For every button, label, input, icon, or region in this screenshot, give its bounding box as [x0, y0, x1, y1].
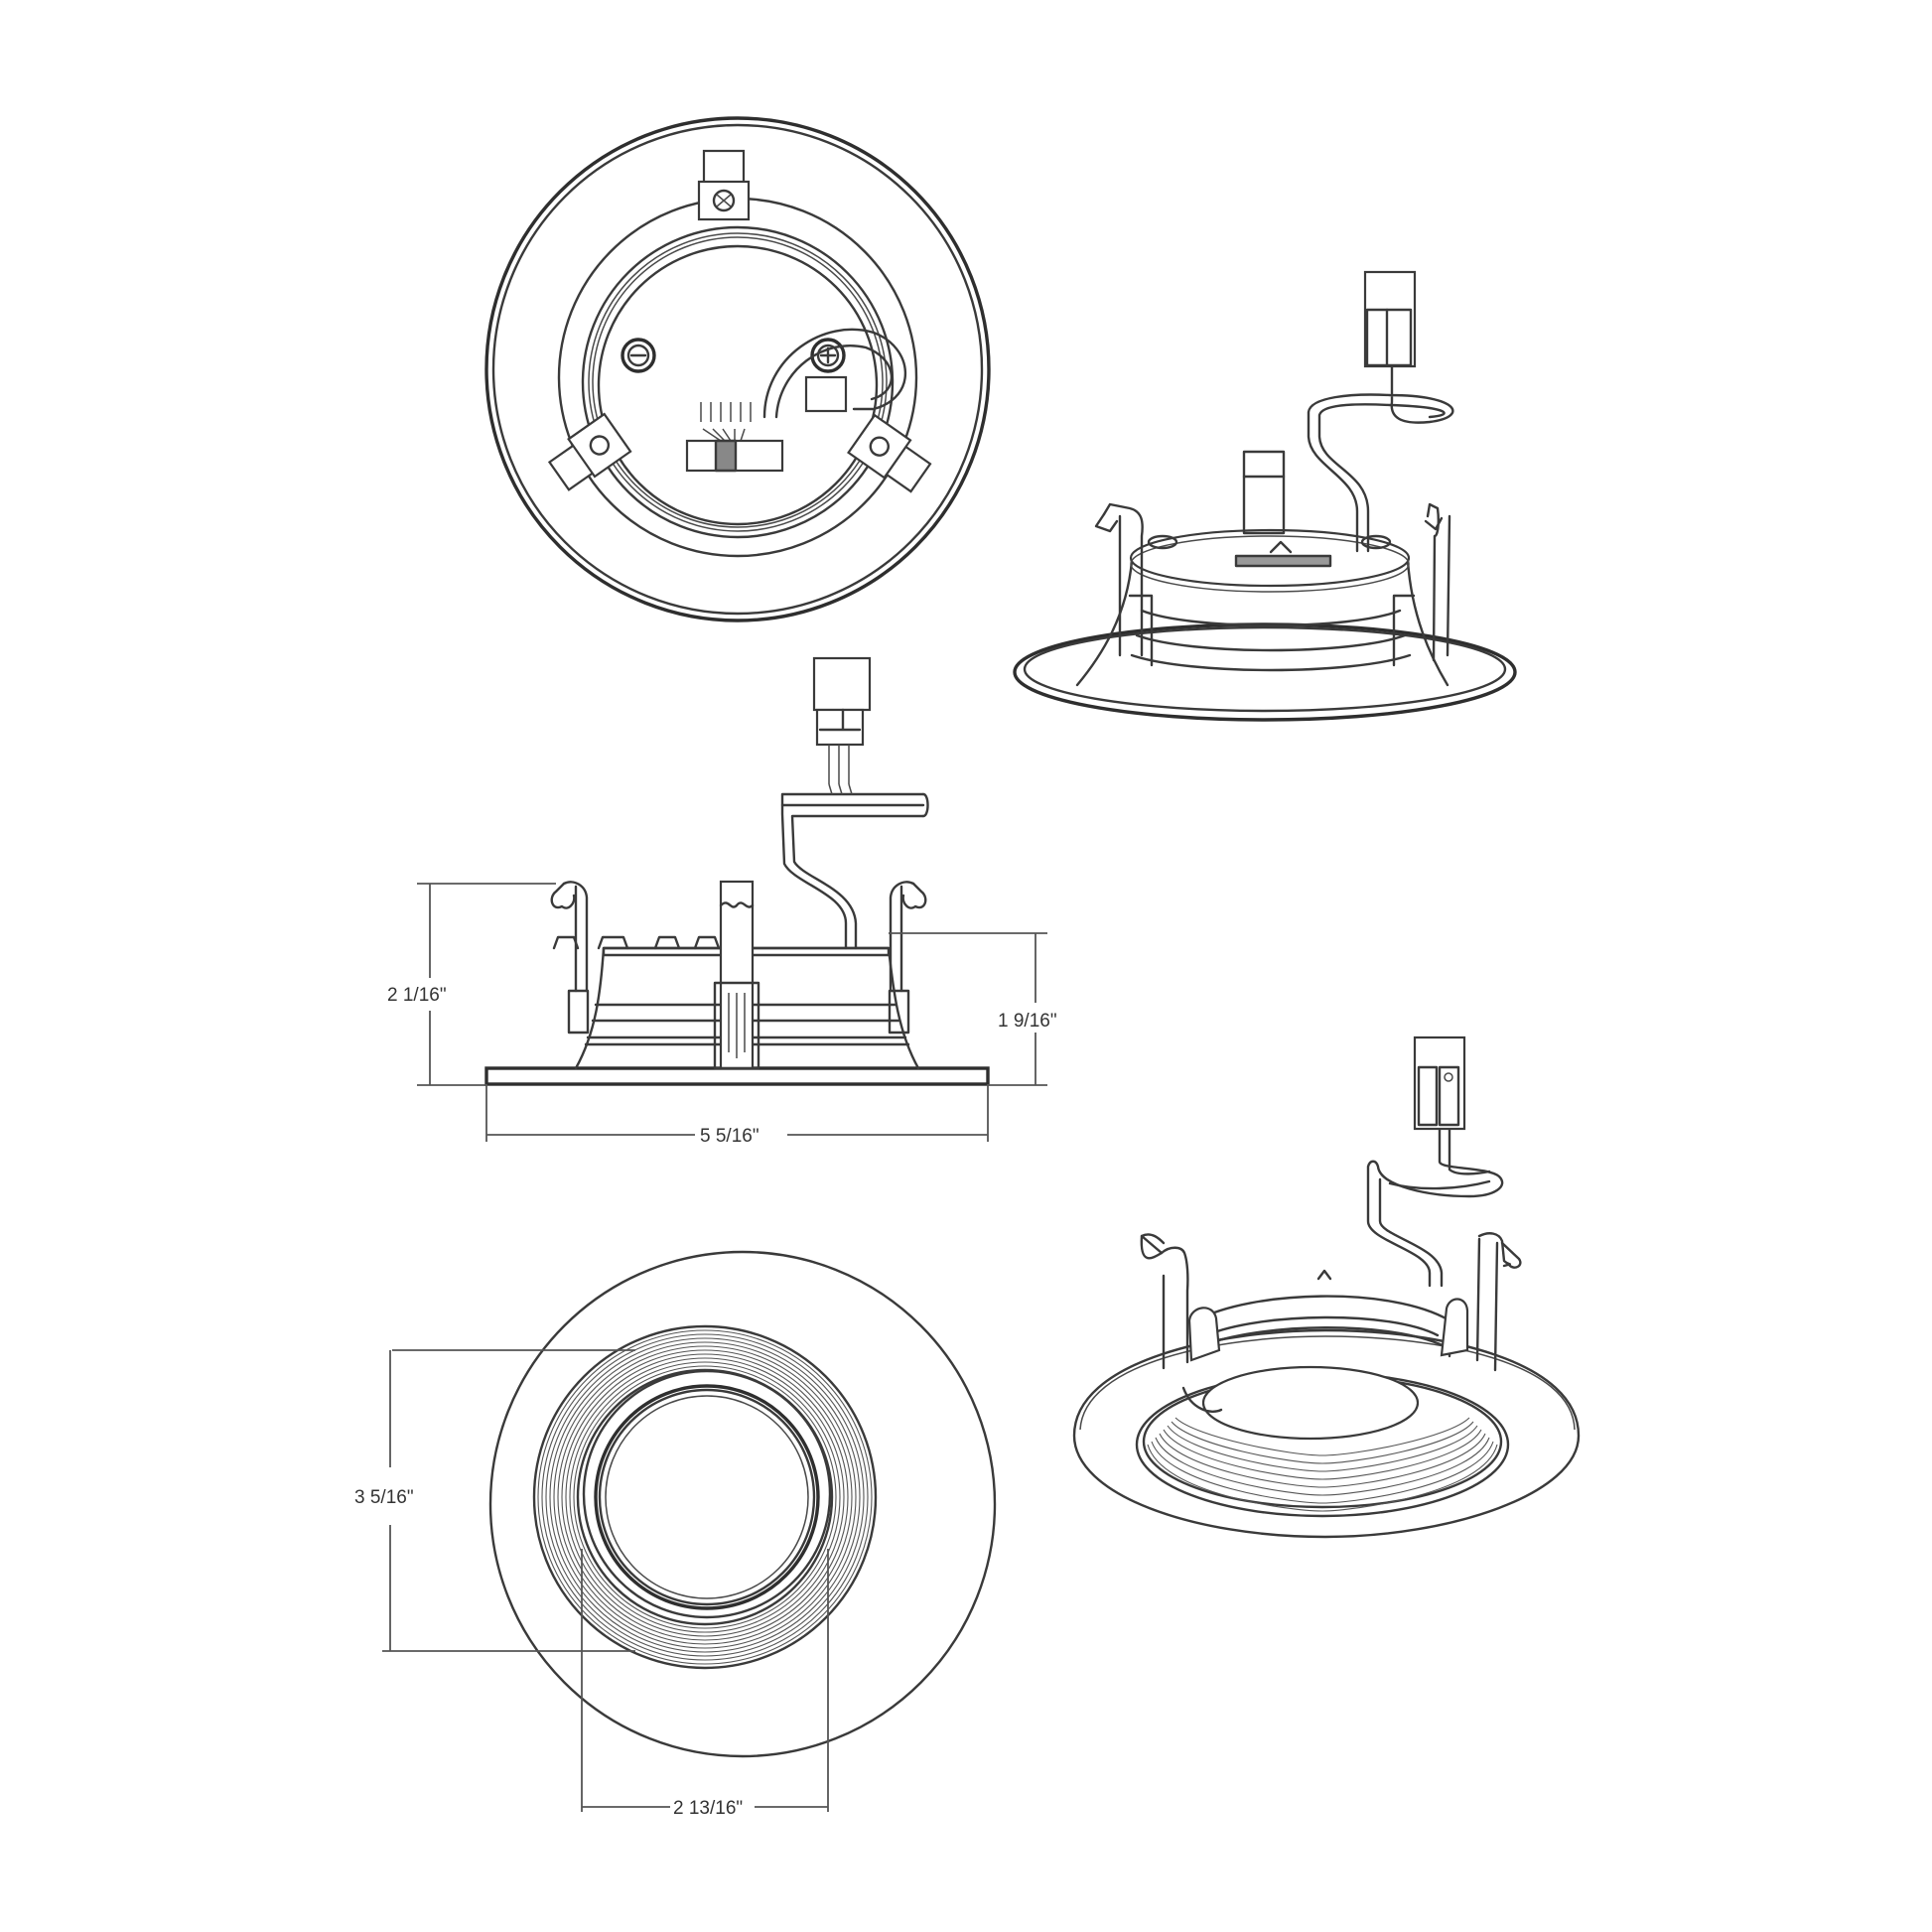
screw-right-icon: [810, 338, 846, 373]
left-clip-icon: [547, 412, 632, 491]
dim-aperture-diameter: 2 13/16": [673, 1798, 743, 1819]
right-clip-icon: [847, 413, 932, 493]
baffle-grooves: [1147, 1417, 1498, 1512]
iso-back-view: [1013, 270, 1517, 722]
dim-overall-height: 2 1/16": [387, 985, 447, 1006]
iso-front-view: [1072, 1035, 1581, 1539]
dim-body-height: 1 9/16": [998, 1011, 1057, 1032]
baffle-rings: [532, 1324, 878, 1670]
side-view-dimensions: 2 1/16" 1 9/16" 5 5/16": [387, 883, 1057, 1147]
side-view: [484, 656, 990, 1086]
connector-side-icon: [812, 656, 872, 784]
bottom-view-dimensions: 3 5/16" 2 13/16": [354, 1349, 829, 1819]
screw-left-icon: [621, 338, 656, 373]
top-view: [484, 116, 991, 622]
top-clip-icon: [697, 149, 751, 221]
connector-iso-back-icon: [1363, 270, 1417, 368]
bottom-view: [488, 1250, 997, 1758]
connector-iso-front-icon: [1413, 1035, 1466, 1131]
terminal-block-icon: [685, 402, 784, 473]
dim-body-diameter: 3 5/16": [354, 1487, 414, 1508]
dim-trim-diameter: 5 5/16": [700, 1126, 759, 1147]
